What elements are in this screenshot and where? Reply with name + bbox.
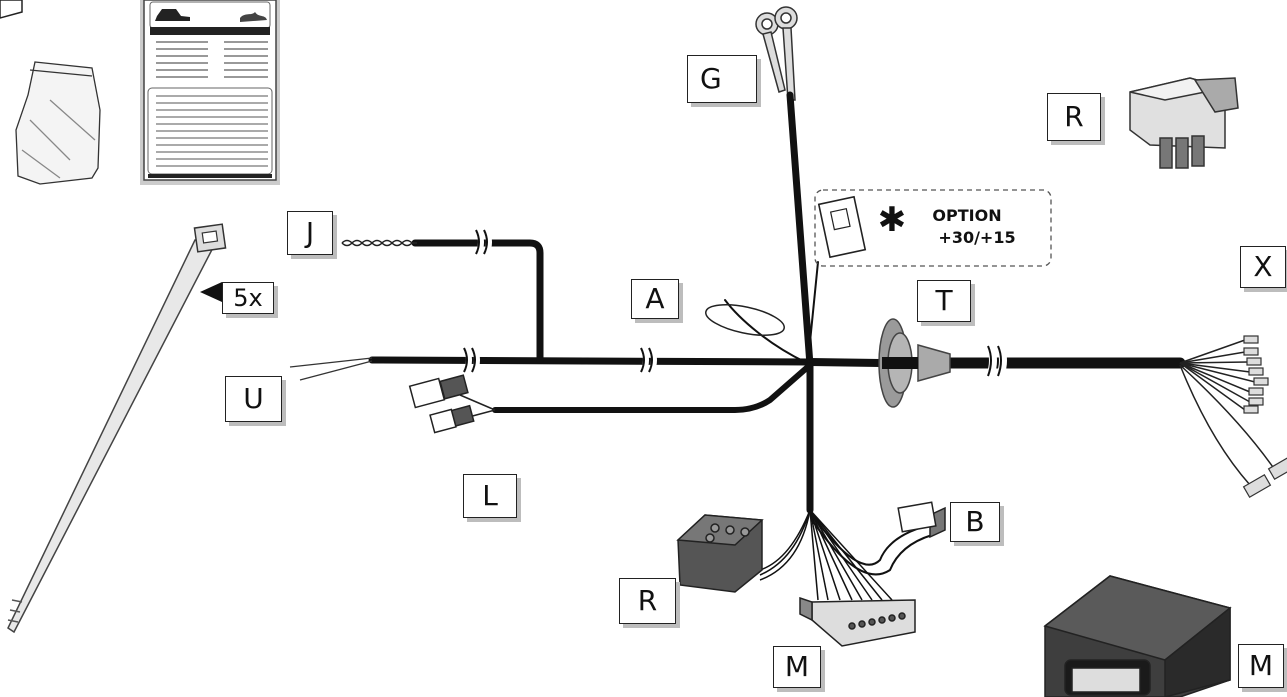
- connector-b: [897, 501, 946, 539]
- packaging-box: [0, 0, 23, 19]
- connector-r: [676, 514, 764, 593]
- option-connector: [817, 195, 867, 259]
- plastic-bag: [15, 61, 101, 185]
- label-t: T: [917, 280, 971, 322]
- label-a: A: [631, 279, 679, 319]
- option-title: OPTION: [932, 206, 1002, 225]
- instruction-sheet: [140, 0, 280, 185]
- x-terminals: [1242, 335, 1287, 499]
- label-j: J: [287, 211, 333, 255]
- option-star-icon: ✱: [877, 200, 907, 240]
- label-m-bottom: M: [773, 646, 821, 688]
- wire-fan-x: [1179, 339, 1276, 486]
- connectors-l: [408, 374, 496, 434]
- module-icon: [1043, 575, 1232, 697]
- label-g-text: G: [700, 62, 722, 95]
- label-qty: 5x: [222, 282, 274, 314]
- cable-tie-icon: [7, 223, 227, 634]
- option-value: +30/+15: [938, 228, 1016, 247]
- label-b: B: [950, 502, 1000, 542]
- bottom-wire-fan: [759, 509, 933, 601]
- wire-loop-a: [705, 304, 785, 336]
- grommet: [878, 318, 951, 408]
- label-x: X: [1240, 246, 1286, 288]
- cables: [368, 91, 1186, 514]
- label-u: U: [225, 376, 282, 422]
- option-box: [814, 189, 1052, 267]
- cable-breaks: [463, 228, 1007, 378]
- ground-ring-terminals: [755, 6, 798, 101]
- car-icon: [155, 9, 267, 22]
- label-m-right: M: [1238, 644, 1284, 688]
- label-l: L: [463, 474, 517, 518]
- label-r-bottom: R: [619, 578, 676, 624]
- twisted-pair: [341, 239, 417, 247]
- loose-wires-u: [289, 357, 373, 381]
- connector-m: [799, 596, 916, 647]
- relay-icon: [1129, 77, 1239, 169]
- label-g: G: [687, 55, 757, 103]
- label-r-top: R: [1047, 93, 1101, 141]
